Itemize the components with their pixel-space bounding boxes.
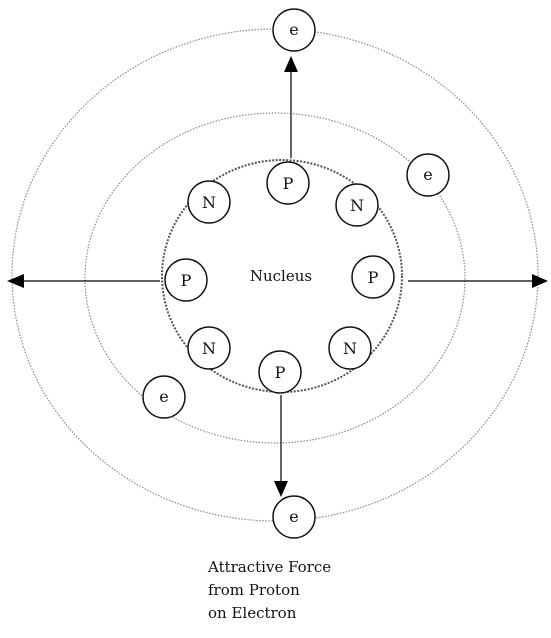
neutron-bottom-right: N [328,326,372,370]
caption-line-2: from Proton [208,581,300,599]
electron-lower-left: e [142,375,186,419]
force-caption: Attractive Force from Proton on Electron [208,556,331,625]
neutron-bottom-left: N [187,326,231,370]
arrow-right-head [532,274,548,288]
proton-top: P [266,161,310,205]
middle-orbit [84,112,466,444]
svg-text:e: e [423,165,432,184]
svg-text:e: e [289,507,298,526]
svg-text:N: N [202,193,216,212]
neutron-top-left: N [187,180,231,224]
arrow-left-head [7,274,24,288]
electron-bottom: e [272,495,316,539]
svg-text:P: P [283,174,294,193]
proton-bottom: P [258,350,302,394]
svg-text:P: P [275,363,286,382]
electron-top: e [272,8,316,52]
proton-right: P [351,255,395,299]
svg-text:P: P [368,268,379,287]
force-arrows [7,56,548,497]
neutron-top-right: N [335,183,379,227]
caption-line-3: on Electron [208,604,297,622]
svg-text:e: e [289,20,298,39]
arrow-up-head [284,56,298,72]
electron-upper-right: e [406,153,450,197]
proton-left: P [164,258,208,302]
svg-text:N: N [350,196,364,215]
svg-text:P: P [181,271,192,290]
nucleus-boundary [161,159,403,393]
nucleus-label: Nucleus [250,267,312,285]
arrow-down-head [274,481,288,497]
svg-text:N: N [343,339,357,358]
svg-text:e: e [159,387,168,406]
svg-text:N: N [202,339,216,358]
caption-line-1: Attractive Force [208,558,332,576]
